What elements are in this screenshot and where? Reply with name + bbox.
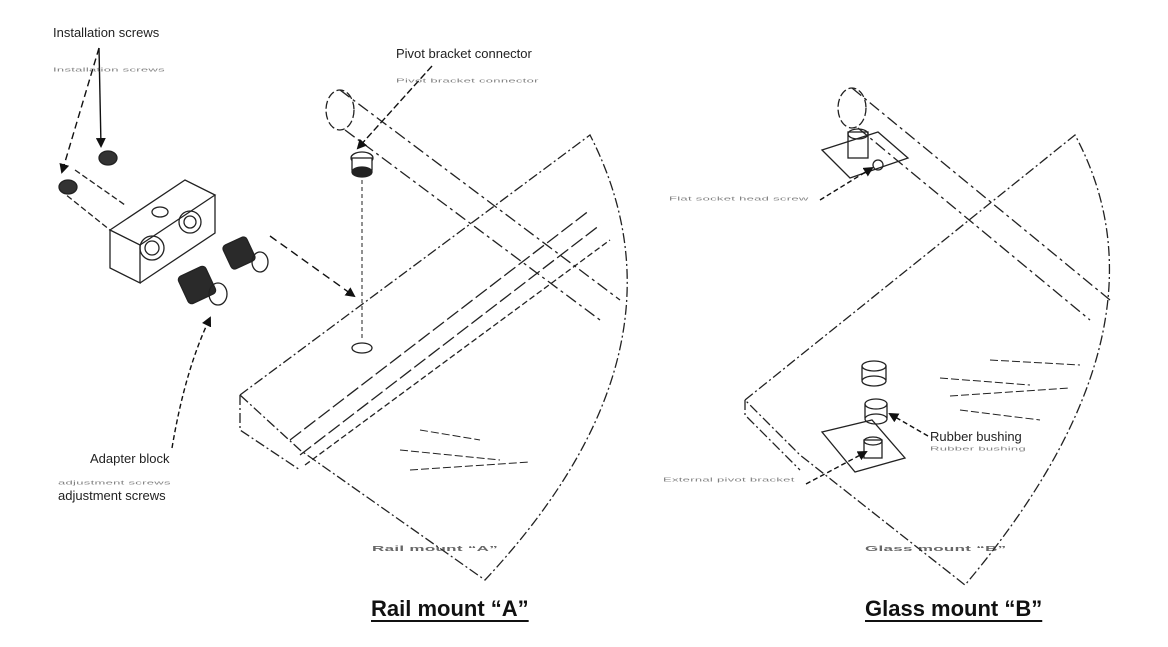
label-flat-socket-head-screw: Flat socket head screw [669, 195, 809, 202]
caption-glass-mount: Glass mount “B” [865, 596, 1043, 621]
label-adapter-block: Adapter block [90, 451, 170, 466]
glass-handrail-tube [837, 87, 1111, 321]
installation-screw-parts [58, 150, 118, 195]
rail-door-panel [238, 134, 628, 581]
adapter-block-part [59, 169, 217, 285]
glass-door-panel [744, 134, 1110, 586]
inner-caption-glass-mount: Glass mount “B” [865, 544, 1007, 553]
rail-mount-drawing [58, 89, 628, 581]
external-pivot-bracket-part [820, 419, 907, 473]
glass-mount-drawing [744, 87, 1111, 586]
glass-surface-marks [399, 429, 531, 471]
ghost-label-adjustment-screws: adjustment screws [58, 479, 171, 486]
adjustment-screw-parts [177, 236, 269, 306]
inner-caption-rail-mount: Rail mount “A” [372, 544, 499, 553]
label-rubber-bushing: Rubber bushing [930, 429, 1022, 444]
caption-rail-mount: Rail mount “A” [371, 596, 529, 621]
ghost-label-pivot-bracket-connector: Pivot bracket connector [396, 77, 539, 84]
bushing-parts [861, 360, 888, 425]
label-external-pivot-bracket: External pivot bracket [663, 476, 795, 483]
label-adjustment-screws: adjustment screws [58, 488, 166, 503]
label-pivot-bracket-connector: Pivot bracket connector [396, 46, 532, 61]
glass-surface-marks-b [939, 359, 1081, 421]
rail-leader-lines [59, 47, 433, 449]
top-mount-bracket [820, 128, 910, 179]
label-installation-screws: Installation screws [53, 25, 160, 40]
ghost-label-installation-screws: Installation screws [53, 66, 165, 73]
pivot-connector-part [350, 151, 374, 354]
handrail-tube [325, 89, 621, 321]
ghost-label-rubber-bushing: Rubber bushing [930, 445, 1026, 452]
glass-leader-lines [805, 166, 929, 485]
